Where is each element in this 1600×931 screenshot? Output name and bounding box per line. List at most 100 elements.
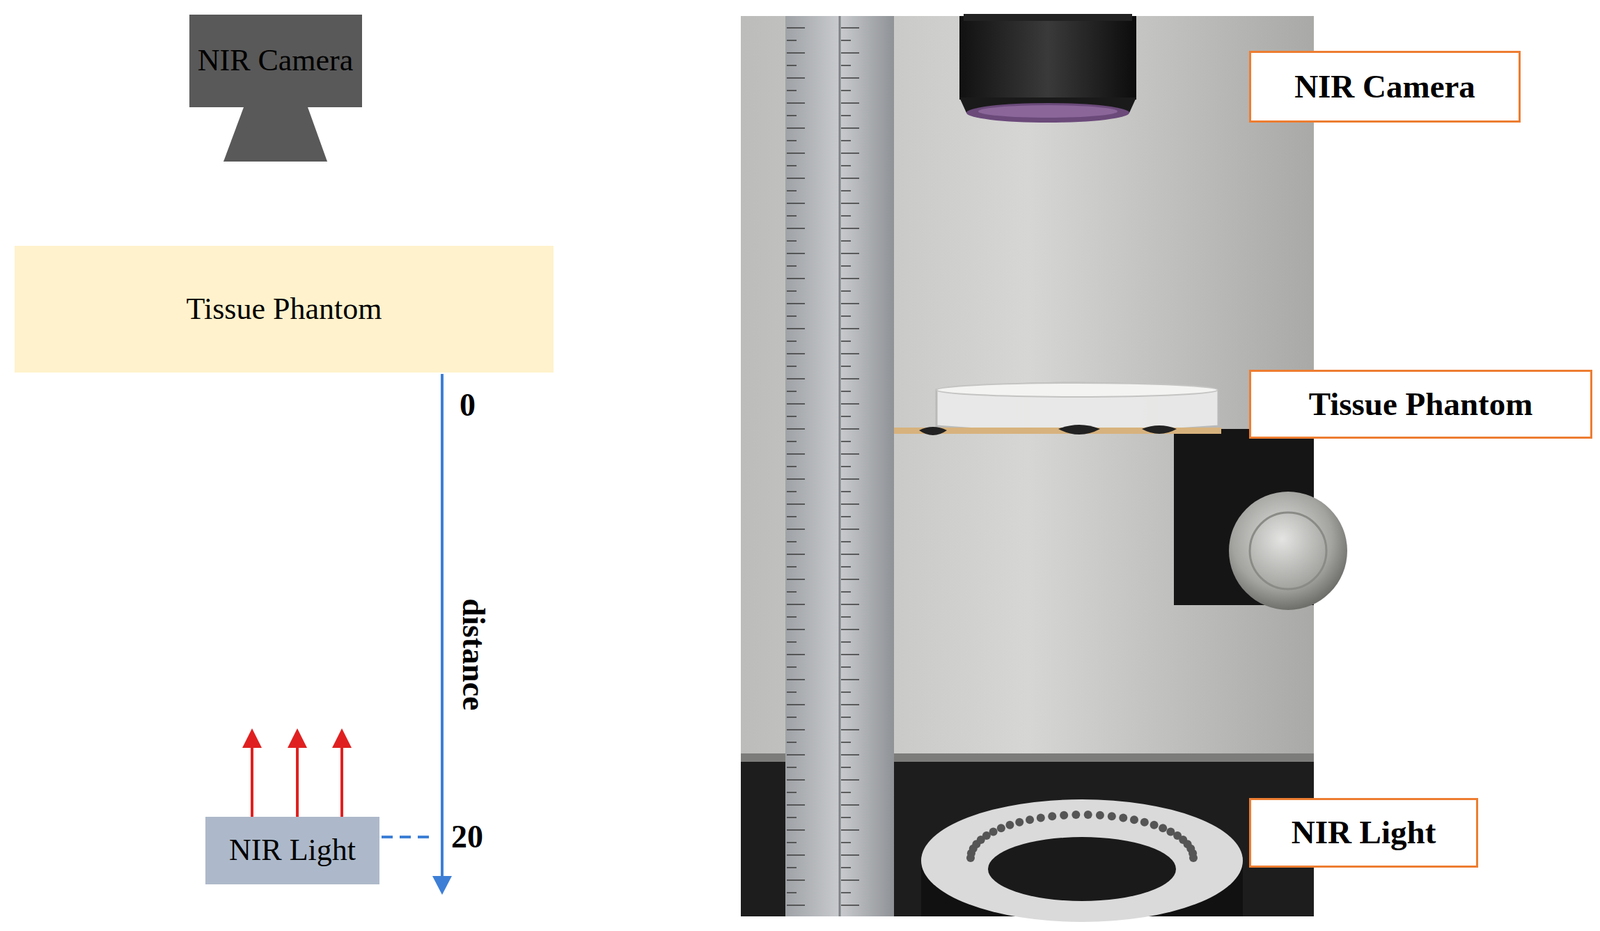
node-label: Tissue Phantom — [1308, 386, 1534, 423]
ruler-tick — [841, 490, 851, 493]
axis-value: 0 — [459, 389, 476, 422]
ruler-tick — [786, 816, 797, 819]
ruler-tick — [841, 127, 860, 129]
ruler-tick — [841, 816, 851, 819]
node-label: NIR Light — [229, 833, 356, 867]
ruler-tick — [841, 252, 860, 255]
ruler-tick — [786, 102, 805, 104]
ruler-tick — [786, 465, 797, 468]
ruler-tick — [841, 879, 860, 881]
ruler-tick — [841, 603, 860, 606]
ruler-tick — [841, 854, 860, 856]
ruler-tick — [841, 27, 860, 29]
ruler-tick — [841, 691, 851, 693]
phantom-band: Tissue Phantom — [14, 245, 554, 373]
ruler-tick — [841, 465, 851, 468]
led-dot — [1036, 813, 1046, 822]
led-dot — [989, 827, 998, 836]
ruler-tick — [786, 866, 797, 869]
ruler-tick — [786, 190, 797, 192]
led-dot — [1130, 815, 1139, 824]
ruler-tick — [841, 302, 860, 305]
ruler-tick — [786, 540, 797, 543]
ruler-tick — [786, 728, 805, 731]
ruler-tick — [841, 277, 860, 280]
ruler-tick — [841, 403, 860, 405]
ruler-tick — [841, 353, 860, 355]
ruler-tick — [786, 290, 797, 292]
camera-stand — [223, 107, 328, 162]
ruler-tick — [841, 440, 851, 443]
callout-box: Tissue Phantom — [1249, 369, 1593, 439]
led-dot — [1005, 820, 1014, 830]
ruler-tick — [841, 390, 851, 392]
ruler-tick — [786, 77, 805, 79]
ruler-tick — [786, 127, 805, 129]
ruler-tick — [841, 628, 860, 631]
ruler-tick — [786, 390, 797, 392]
ruler-tick — [786, 428, 805, 430]
ruler-tick — [841, 703, 860, 706]
ruler-tick — [786, 591, 797, 593]
ruler-tick — [841, 779, 860, 781]
ruler-tick — [841, 528, 860, 530]
led-dot — [1095, 811, 1105, 820]
ruler-tick — [841, 804, 860, 806]
ruler-tick — [841, 515, 851, 518]
ruler-tick — [786, 754, 805, 756]
ruler-tick — [786, 528, 805, 530]
ruler-tick — [786, 566, 797, 568]
ruler-tick — [786, 89, 797, 92]
ruler-tick — [841, 553, 860, 555]
ruler-tick — [786, 340, 797, 342]
ruler-tick — [786, 365, 797, 367]
ruler-tick — [786, 177, 805, 179]
ruler-tick — [786, 691, 797, 693]
ruler-tick — [841, 365, 851, 367]
led-dot — [1150, 820, 1159, 830]
ruler-tick — [786, 215, 797, 217]
ruler-tick — [786, 503, 805, 505]
ruler-tick — [841, 327, 860, 330]
ruler-tick — [841, 791, 851, 794]
ruler-tick — [786, 252, 805, 255]
ruler-tick — [841, 102, 860, 104]
ruler-tick — [786, 64, 797, 67]
led-dot — [1047, 811, 1057, 821]
ruler-tick — [786, 703, 805, 706]
callout-box: NIR Camera — [1249, 50, 1521, 123]
ruler-tick — [786, 603, 805, 606]
ruler-tick — [786, 641, 797, 643]
ruler-tick — [841, 591, 851, 593]
ruler-tick — [841, 165, 851, 167]
ruler-tick — [786, 628, 805, 631]
ruler-tick — [786, 39, 797, 42]
camera-box: NIR Camera — [189, 14, 363, 108]
led-dot — [1118, 813, 1128, 822]
ruler-tick — [841, 290, 851, 292]
ruler-tick — [841, 566, 851, 568]
ruler-tick — [841, 77, 860, 79]
ruler-tick — [841, 616, 851, 618]
ruler-tick — [841, 428, 860, 430]
led-dot — [1107, 811, 1117, 821]
ruler-tick — [841, 378, 860, 380]
camera-stand — [223, 107, 328, 162]
ruler-tick — [786, 515, 797, 518]
ruler-tick — [841, 766, 851, 768]
ruler-tick — [786, 202, 805, 205]
ruler-tick — [841, 64, 851, 67]
led-dot — [1071, 810, 1080, 819]
ruler-tick — [841, 114, 851, 117]
ruler-tick — [841, 866, 851, 869]
ruler-tick — [786, 666, 797, 668]
ruler-tick — [786, 716, 797, 718]
ruler-tick — [786, 879, 805, 881]
ruler-tick — [841, 265, 851, 267]
ruler-tick — [786, 678, 805, 681]
ruler-tick — [841, 415, 851, 418]
ruler-tick — [841, 653, 860, 656]
ruler-tick — [841, 89, 851, 92]
ruler-tick — [786, 52, 805, 54]
ruler-tick — [786, 829, 805, 831]
